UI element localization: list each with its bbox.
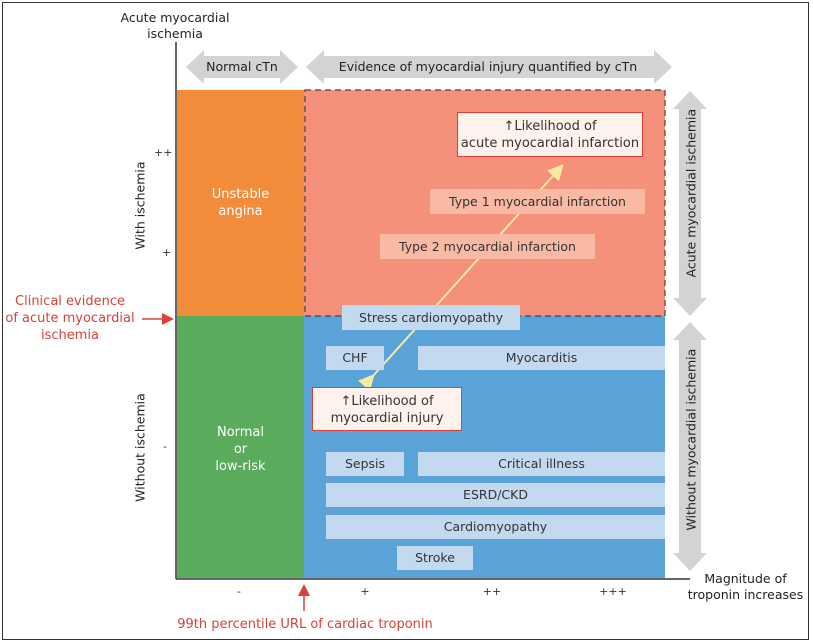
critical-illness-bar: Critical illness (418, 452, 665, 476)
sepsis-label: Sepsis (344, 456, 386, 471)
percentile-label: 99th percentile URL of cardiac troponin (177, 617, 433, 632)
chf-bar: CHF (326, 346, 384, 370)
injury-likelihood-box: ↑Likelihood of myocardial injury (312, 387, 462, 431)
clinical-evidence-label: Clinical evidence of acute myocardial is… (5, 294, 135, 343)
myocarditis-bar: Myocarditis (418, 346, 665, 370)
y-tick-plusplus: ++ (154, 146, 173, 159)
cardiomyopathy-label: Cardiomyopathy (443, 519, 548, 534)
x-tick-plus: + (360, 585, 370, 598)
without-ischemia-arrow (673, 322, 707, 571)
acute-ischemia-arrow (673, 91, 707, 316)
evidence-arrow (306, 50, 672, 84)
cardiomyopathy-bar: Cardiomyopathy (326, 515, 665, 539)
normal-low-risk-label: Normal or low-risk (215, 425, 266, 474)
stress-cardiomyopathy-label: Stress cardiomyopathy (359, 310, 503, 325)
y-tick-plus: + (162, 246, 172, 259)
stroke-bar: Stroke (397, 546, 473, 570)
normal-ctn-label: Normal cTn (206, 59, 278, 74)
chf-label: CHF (342, 350, 368, 365)
myocarditis-label: Myocarditis (505, 350, 578, 365)
with-ischemia-label: With ischemia (132, 161, 148, 250)
type2-mi-label: Type 2 myocardial infarction (399, 239, 576, 254)
esrd-ckd-label: ESRD/CKD (463, 487, 528, 502)
zone-unstable-angina (177, 90, 304, 316)
type2-mi-bar: Type 2 myocardial infarction (380, 234, 595, 259)
type1-mi-label: Type 1 myocardial infarction (449, 194, 626, 209)
y-tick-minus: - (163, 440, 167, 453)
ami-likelihood-box: ↑Likelihood of acute myocardial infarcti… (457, 112, 643, 157)
type1-mi-bar: Type 1 myocardial infarction (430, 189, 645, 214)
without-ischemia-band-label: Without ischemia (132, 393, 148, 502)
stress-cardiomyopathy-bar: Stress cardiomyopathy (342, 305, 520, 330)
x-tick-minus: - (237, 585, 241, 598)
without-ischemia-label: Without myocardial ischemia (683, 348, 699, 531)
evidence-label: Evidence of myocardial injury quantified… (338, 59, 638, 74)
x-tick-plusplusplus: +++ (599, 585, 627, 598)
x-axis-title: Magnitude of troponin increases (687, 571, 804, 602)
esrd-ckd-bar: ESRD/CKD (326, 483, 665, 507)
acute-ischemia-label: Acute myocardial ischemia (683, 108, 699, 278)
y-axis-title: Acute myocardial ischemia (120, 10, 230, 41)
stroke-label: Stroke (415, 550, 455, 565)
x-tick-plusplus: ++ (482, 585, 502, 598)
normal-ctn-arrow (186, 50, 298, 84)
unstable-angina-label: Unstable angina (211, 187, 270, 219)
zone-normal-low-risk (177, 316, 304, 578)
sepsis-bar: Sepsis (326, 452, 404, 476)
critical-illness-label: Critical illness (498, 456, 585, 471)
